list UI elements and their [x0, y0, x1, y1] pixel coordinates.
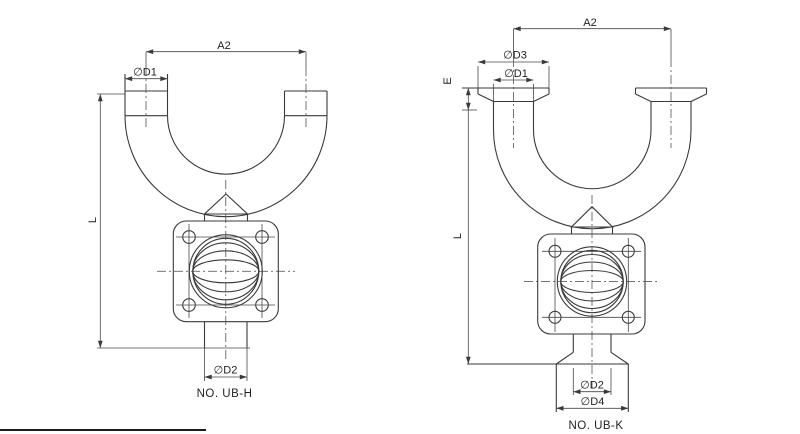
ubh-dim-label-d2: ∅D2 [214, 365, 238, 377]
figure-ubh: A2 ∅D1 L ∅D2 NO. UB-H [87, 40, 328, 400]
ubk-dim-label-d4: ∅D4 [581, 396, 605, 408]
ubk-dim-label-d2: ∅D2 [580, 380, 604, 392]
ubk-ubend-outline [462, 87, 708, 234]
ubk-bottom-ferrule [467, 334, 629, 412]
ubk-dim-label-l: L [452, 233, 464, 239]
ubk-dim-label-d3: ∅D3 [503, 50, 527, 62]
ubh-dim-label-a2: A2 [217, 40, 230, 52]
ubh-valve-body [157, 180, 295, 360]
table-border-fragment [0, 429, 206, 431]
ubh-dim-label-d1: ∅D1 [133, 67, 157, 79]
ubk-dimensions: A2 ∅D3 ∅D1 E L [442, 17, 672, 411]
ubk-valve-body [524, 195, 660, 388]
ubh-dimensions: A2 ∅D1 L ∅D2 [87, 40, 307, 381]
ubh-dim-label-l: L [87, 217, 99, 223]
figure-ubk: A2 ∅D3 ∅D1 E L [442, 17, 708, 432]
ubk-dim-label-e: E [442, 77, 454, 84]
ubk-dim-label-d1: ∅D1 [504, 68, 528, 80]
ubh-bottom-pipe [203, 321, 248, 348]
ubk-caption: NO. UB-K [568, 420, 623, 432]
ubh-caption: NO. UB-H [197, 388, 253, 400]
ubk-dim-label-a2: A2 [583, 17, 596, 29]
